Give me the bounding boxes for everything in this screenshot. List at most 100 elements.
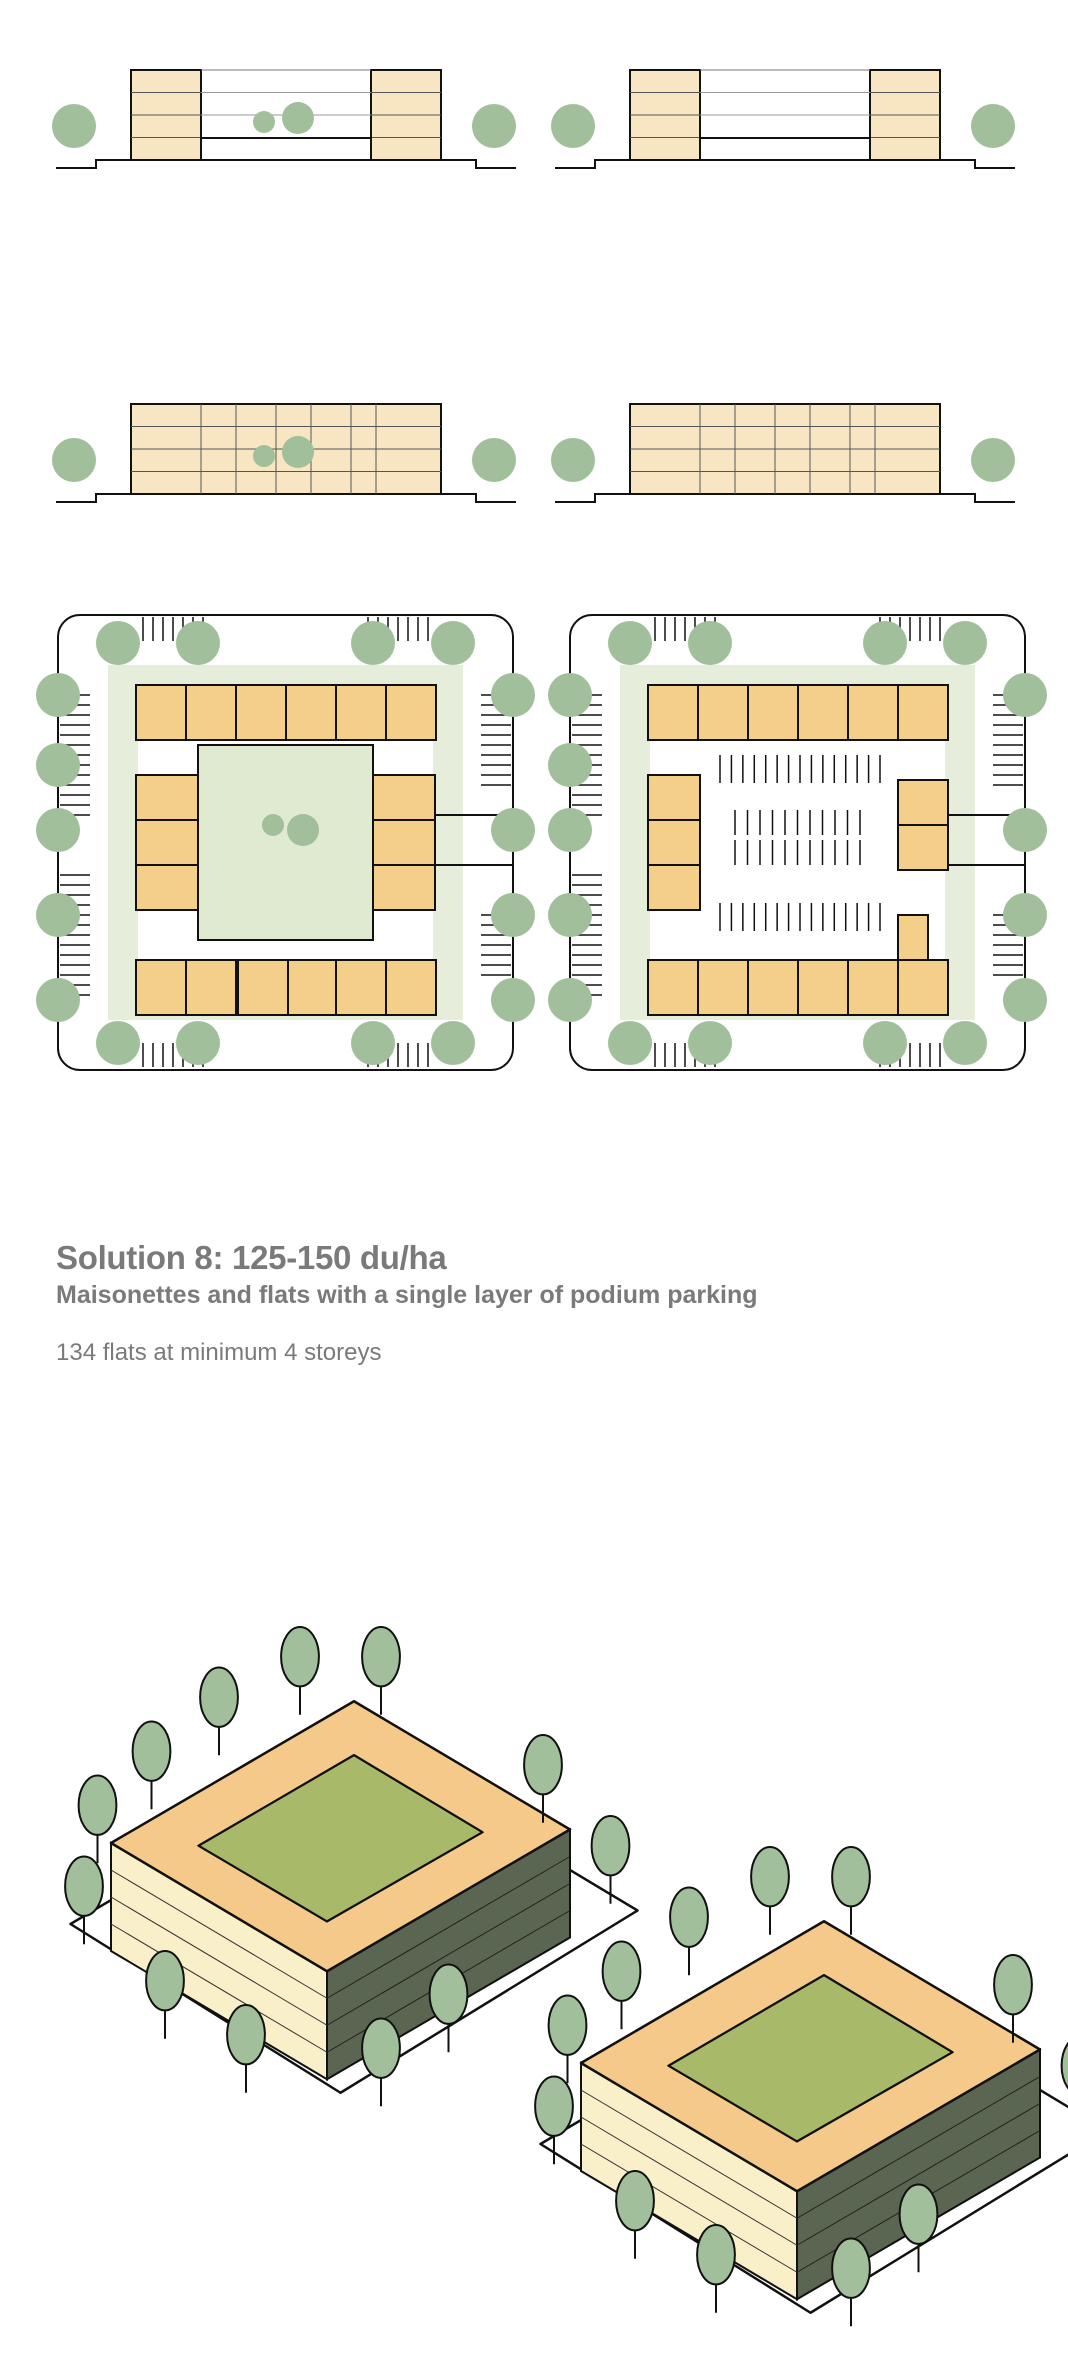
inner-courtyard: [196, 1754, 485, 1923]
tree: [431, 621, 475, 665]
tree: [472, 104, 516, 148]
flat-unit: [647, 959, 699, 1016]
isometric-group: [64, 1626, 1068, 2327]
flat-unit: [185, 959, 237, 1016]
tree: [282, 436, 314, 468]
flat-unit: [647, 819, 701, 866]
flat-unit: [897, 779, 949, 826]
tree: [971, 104, 1015, 148]
flat-unit: [747, 684, 799, 741]
isometric-block-south: [534, 1846, 1068, 2327]
flat-unit: [185, 684, 237, 741]
floor-line: [580, 2143, 798, 2273]
flat-unit: [647, 864, 701, 911]
tree: [287, 814, 319, 846]
floor-line: [110, 1869, 328, 1999]
tree: [943, 621, 987, 665]
tree: [551, 104, 595, 148]
tree: [280, 1626, 320, 1688]
flat-unit: [897, 824, 949, 871]
tree: [551, 438, 595, 482]
tree: [750, 1846, 790, 1908]
flat-unit: [897, 684, 949, 741]
tree: [351, 621, 395, 665]
floor-line: [796, 2076, 1041, 2219]
ground-line: [56, 159, 516, 169]
floor-line: [796, 2103, 1041, 2246]
tree: [176, 621, 220, 665]
tree: [96, 1021, 140, 1065]
flat-unit: [237, 959, 289, 1016]
tree: [253, 445, 275, 467]
tree: [688, 621, 732, 665]
tree: [534, 2075, 574, 2137]
flat-unit: [135, 819, 199, 866]
flat-unit: [647, 774, 701, 821]
tree: [36, 673, 80, 717]
plans-group: [36, 614, 1047, 1071]
tree: [1003, 978, 1047, 1022]
tree: [1003, 673, 1047, 717]
tree: [36, 978, 80, 1022]
tree: [1003, 808, 1047, 852]
tree: [351, 1021, 395, 1065]
floor-line: [110, 1896, 328, 2026]
flat-unit: [335, 684, 387, 741]
tree: [491, 673, 535, 717]
tree: [548, 743, 592, 787]
section-drawing: [551, 69, 1015, 169]
flat-unit: [797, 684, 849, 741]
flat-unit: [285, 684, 337, 741]
tree: [491, 978, 535, 1022]
tree: [547, 1994, 588, 2056]
flat-unit: [797, 959, 849, 1016]
podium-deck: [699, 137, 871, 161]
tree: [52, 438, 96, 482]
flat-unit: [385, 684, 437, 741]
ground-line: [56, 493, 516, 503]
flat-unit: [235, 684, 287, 741]
isometric-block-north: [64, 1626, 639, 2107]
tree: [36, 893, 80, 937]
tree: [590, 1815, 631, 1877]
tree: [615, 2170, 655, 2232]
section-drawing: [52, 403, 516, 503]
tree: [96, 621, 140, 665]
flat-unit: [647, 684, 699, 741]
tree: [145, 1950, 185, 2012]
tree: [523, 1734, 563, 1796]
tree: [199, 1666, 239, 1728]
flat-unit: [847, 959, 899, 1016]
ground-line: [555, 159, 1015, 169]
flat-unit: [335, 959, 387, 1016]
tree: [64, 1855, 104, 1917]
tree: [428, 1963, 469, 2025]
flat-unit: [385, 959, 437, 1016]
tree: [77, 1774, 118, 1836]
tree: [548, 893, 592, 937]
flat-unit: [897, 914, 929, 961]
tree: [831, 1846, 871, 1908]
flat-unit: [372, 864, 436, 911]
tree: [253, 111, 275, 133]
plan-drawing: [548, 614, 1047, 1071]
tree: [1003, 893, 1047, 937]
tree: [863, 621, 907, 665]
tree: [431, 1021, 475, 1065]
tree: [361, 2017, 401, 2079]
tree: [491, 808, 535, 852]
tree: [226, 2004, 266, 2066]
tree: [608, 621, 652, 665]
flat-unit: [697, 959, 749, 1016]
flat-unit: [847, 684, 899, 741]
solution-subtitle: Maisonettes and flats with a single laye…: [56, 1281, 758, 1309]
flat-unit: [897, 959, 949, 1016]
tree: [608, 1021, 652, 1065]
flat-unit: [135, 864, 199, 911]
tree: [361, 1626, 401, 1688]
tree: [472, 438, 516, 482]
tree: [548, 978, 592, 1022]
tree: [36, 808, 80, 852]
solution-title: Solution 8: 125-150 du/ha: [56, 1239, 447, 1276]
